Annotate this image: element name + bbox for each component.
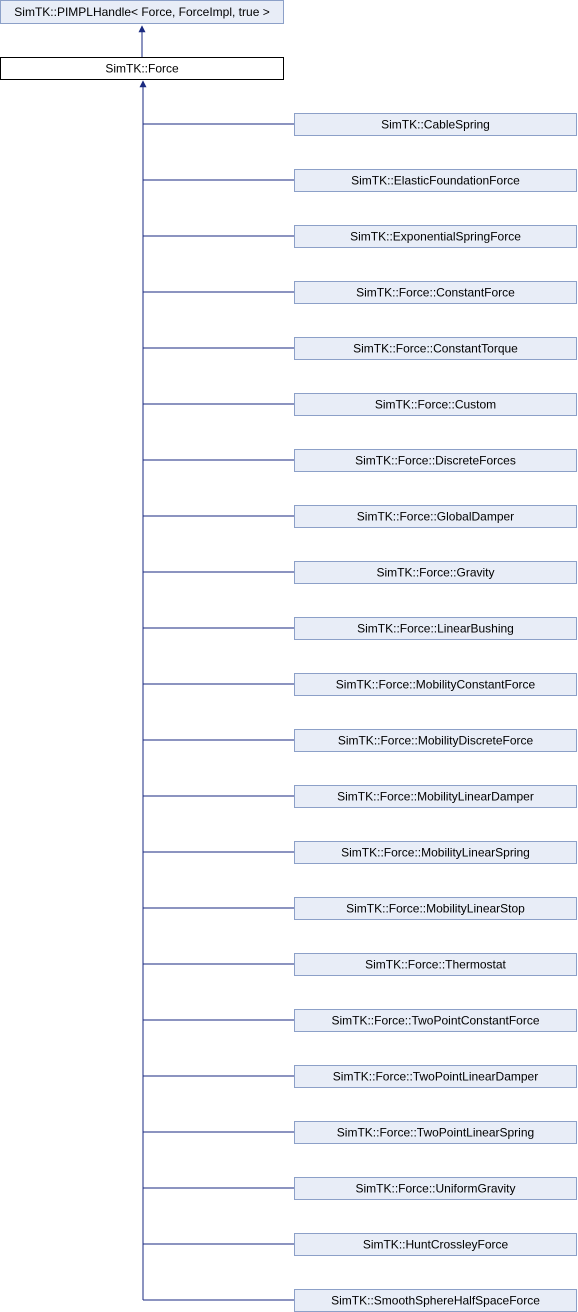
node-derived-class-label: SimTK::Force::MobilityLinearStop [346, 902, 525, 916]
node-derived-class-label: SimTK::HuntCrossleyForce [363, 1238, 509, 1252]
node-derived-class-label: SimTK::Force::TwoPointConstantForce [331, 1014, 539, 1028]
node-derived-class[interactable]: SimTK::ElasticFoundationForce [294, 169, 577, 192]
node-derived-class[interactable]: SimTK::Force::MobilityLinearSpring [294, 841, 577, 864]
node-derived-class-box [294, 897, 577, 920]
node-derived-class-label: SimTK::Force::Custom [375, 398, 496, 412]
node-derived-class[interactable]: SimTK::Force::MobilityDiscreteForce [294, 729, 577, 752]
node-derived-class-box [294, 225, 577, 248]
node-derived-class[interactable]: SimTK::Force::TwoPointLinearDamper [294, 1065, 577, 1088]
node-derived-class-label: SimTK::CableSpring [381, 118, 490, 132]
node-derived-class[interactable]: SimTK::Force::TwoPointConstantForce [294, 1009, 577, 1032]
node-derived-class-box [294, 1177, 577, 1200]
node-derived-class[interactable]: SimTK::Force::MobilityLinearDamper [294, 785, 577, 808]
node-derived-class-label: SimTK::Force::MobilityLinearDamper [337, 790, 534, 804]
node-derived-class-box [294, 617, 577, 640]
node-derived-class-box [294, 673, 577, 696]
node-derived-class-label: SimTK::Force::TwoPointLinearDamper [333, 1070, 538, 1084]
node-derived-class-box [294, 393, 577, 416]
node-derived-class-label: SimTK::Force::ConstantTorque [353, 342, 518, 356]
node-derived-class[interactable]: SimTK::Force::Gravity [294, 561, 577, 584]
node-derived-class-label: SimTK::SmoothSphereHalfSpaceForce [331, 1294, 540, 1308]
node-derived-class[interactable]: SimTK::CableSpring [294, 113, 577, 136]
node-derived-class-label: SimTK::Force::MobilityLinearSpring [341, 846, 530, 860]
node-derived-class-box [294, 505, 577, 528]
node-derived-class[interactable]: SimTK::Force::Thermostat [294, 953, 577, 976]
node-derived-class[interactable]: SimTK::Force::MobilityLinearStop [294, 897, 577, 920]
node-derived-class-box [294, 1233, 577, 1256]
node-derived-class-box [294, 1121, 577, 1144]
node-base-class[interactable]: SimTK::PIMPLHandle< Force, ForceImpl, tr… [0, 0, 284, 24]
node-derived-class[interactable]: SimTK::Force::ConstantTorque [294, 337, 577, 360]
node-derived-class-box [294, 113, 577, 136]
node-derived-class[interactable]: SimTK::Force::MobilityConstantForce [294, 673, 577, 696]
node-derived-class[interactable]: SimTK::Force::DiscreteForces [294, 449, 577, 472]
node-derived-class-label: SimTK::Force::TwoPointLinearSpring [337, 1126, 534, 1140]
node-derived-class-box [294, 841, 577, 864]
node-derived-class-label: SimTK::Force::Gravity [376, 566, 494, 580]
node-derived-class[interactable]: SimTK::Force::ConstantForce [294, 281, 577, 304]
node-derived-class-box [294, 1009, 577, 1032]
node-derived-class[interactable]: SimTK::Force::LinearBushing [294, 617, 577, 640]
node-base-class-label: SimTK::PIMPLHandle< Force, ForceImpl, tr… [14, 5, 269, 19]
node-derived-class[interactable]: SimTK::Force::TwoPointLinearSpring [294, 1121, 577, 1144]
node-derived-class-label: SimTK::Force::Thermostat [365, 958, 506, 972]
node-derived-class-label: SimTK::Force::MobilityDiscreteForce [338, 734, 534, 748]
node-derived-class-box [294, 953, 577, 976]
node-derived-class-box [294, 785, 577, 808]
node-derived-class-label: SimTK::Force::DiscreteForces [355, 454, 516, 468]
node-derived-class-label: SimTK::ElasticFoundationForce [351, 174, 520, 188]
node-derived-class[interactable]: SimTK::Force::GlobalDamper [294, 505, 577, 528]
node-derived-class[interactable]: SimTK::SmoothSphereHalfSpaceForce [294, 1289, 577, 1312]
node-derived-class-box [294, 169, 577, 192]
node-derived-class-label: SimTK::Force::ConstantForce [356, 286, 515, 300]
node-derived-class-label: SimTK::Force::GlobalDamper [357, 510, 514, 524]
node-derived-class-box [294, 337, 577, 360]
node-derived-class-box [294, 1065, 577, 1088]
inheritance-edges [138, 25, 294, 1301]
node-derived-class-box [294, 281, 577, 304]
node-derived-class-label: SimTK::ExponentialSpringForce [350, 230, 521, 244]
node-derived-class-label: SimTK::Force::MobilityConstantForce [336, 678, 536, 692]
node-derived-class-label: SimTK::Force::UniformGravity [355, 1182, 515, 1196]
node-current-class: SimTK::Force [0, 57, 284, 80]
node-derived-class-box [294, 561, 577, 584]
node-derived-class[interactable]: SimTK::ExponentialSpringForce [294, 225, 577, 248]
node-derived-class[interactable]: SimTK::HuntCrossleyForce [294, 1233, 577, 1256]
derived-classes: SimTK::CableSpringSimTK::ElasticFoundati… [294, 113, 577, 1312]
node-derived-class[interactable]: SimTK::Force::Custom [294, 393, 577, 416]
node-derived-class-box [294, 729, 577, 752]
node-current-class-label: SimTK::Force [105, 62, 179, 76]
node-derived-class[interactable]: SimTK::Force::UniformGravity [294, 1177, 577, 1200]
node-derived-class-label: SimTK::Force::LinearBushing [357, 622, 514, 636]
node-derived-class-box [294, 449, 577, 472]
